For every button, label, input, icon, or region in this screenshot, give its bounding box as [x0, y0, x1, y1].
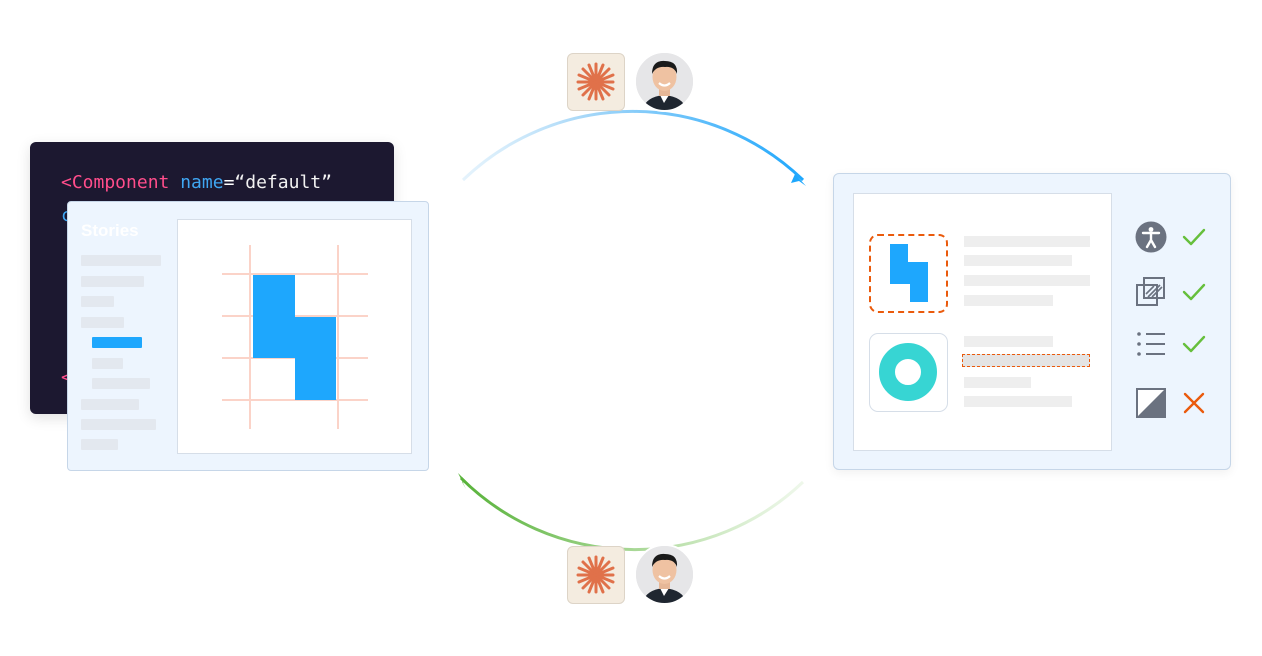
flagged-component-thumb[interactable] — [869, 234, 948, 313]
code-attr: name — [180, 172, 224, 193]
pass-check-icon — [1182, 283, 1206, 301]
component-canvas — [177, 219, 412, 454]
text-placeholder — [964, 336, 1053, 347]
accessibility-icon — [1135, 221, 1167, 253]
story-item[interactable] — [81, 439, 118, 450]
text-placeholder — [964, 377, 1031, 388]
text-placeholder — [964, 295, 1053, 306]
person-avatar — [634, 544, 695, 605]
story-item[interactable] — [81, 317, 124, 328]
ai-sparkle-avatar — [567, 546, 625, 604]
story-item[interactable] — [92, 378, 150, 389]
bottom-arrow-arc — [459, 476, 805, 552]
ai-sparkle-avatar — [567, 53, 625, 111]
sparkle-icon — [576, 555, 615, 594]
code-value: “default” — [234, 172, 332, 193]
flagged-text-placeholder[interactable] — [962, 354, 1090, 367]
code-fragment-line2: c — [61, 205, 72, 226]
text-placeholder — [964, 236, 1090, 247]
story-item[interactable] — [92, 358, 123, 369]
story-item[interactable] — [81, 255, 161, 266]
bottom-arrow-head — [458, 473, 470, 489]
stories-panel: Stories — [67, 201, 429, 471]
stories-title: Stories — [81, 221, 139, 240]
story-item[interactable] — [81, 419, 156, 430]
text-placeholder — [964, 396, 1072, 407]
list-icon — [1137, 332, 1165, 356]
text-placeholder — [964, 255, 1072, 266]
story-item[interactable] — [81, 399, 139, 410]
code-tag: <Component — [61, 172, 170, 193]
code-line-component: <Component name=“default” — [61, 172, 332, 194]
story-item-selected[interactable] — [92, 337, 142, 348]
review-card — [853, 193, 1112, 451]
story-item[interactable] — [81, 296, 114, 307]
component-shape-icon — [890, 244, 928, 302]
person-icon — [636, 53, 693, 110]
person-icon — [636, 546, 693, 603]
ring-icon — [879, 343, 937, 401]
review-panel — [833, 173, 1231, 470]
contrast-icon — [1136, 388, 1166, 418]
sparkle-icon — [576, 62, 615, 101]
top-arrow-head — [791, 174, 806, 186]
component-shape — [253, 275, 336, 400]
text-placeholder — [964, 275, 1090, 286]
code-equals: = — [223, 172, 235, 193]
person-avatar — [634, 51, 695, 112]
layers-icon — [1136, 277, 1165, 306]
ring-component-thumb[interactable] — [869, 333, 948, 412]
code-fragment-last: < — [61, 367, 72, 388]
top-arrow-arc — [461, 110, 805, 182]
component-preview — [222, 245, 368, 429]
story-item[interactable] — [81, 276, 144, 287]
pass-check-icon — [1182, 228, 1206, 246]
fail-cross-icon — [1183, 392, 1205, 414]
pass-check-icon — [1182, 335, 1206, 353]
